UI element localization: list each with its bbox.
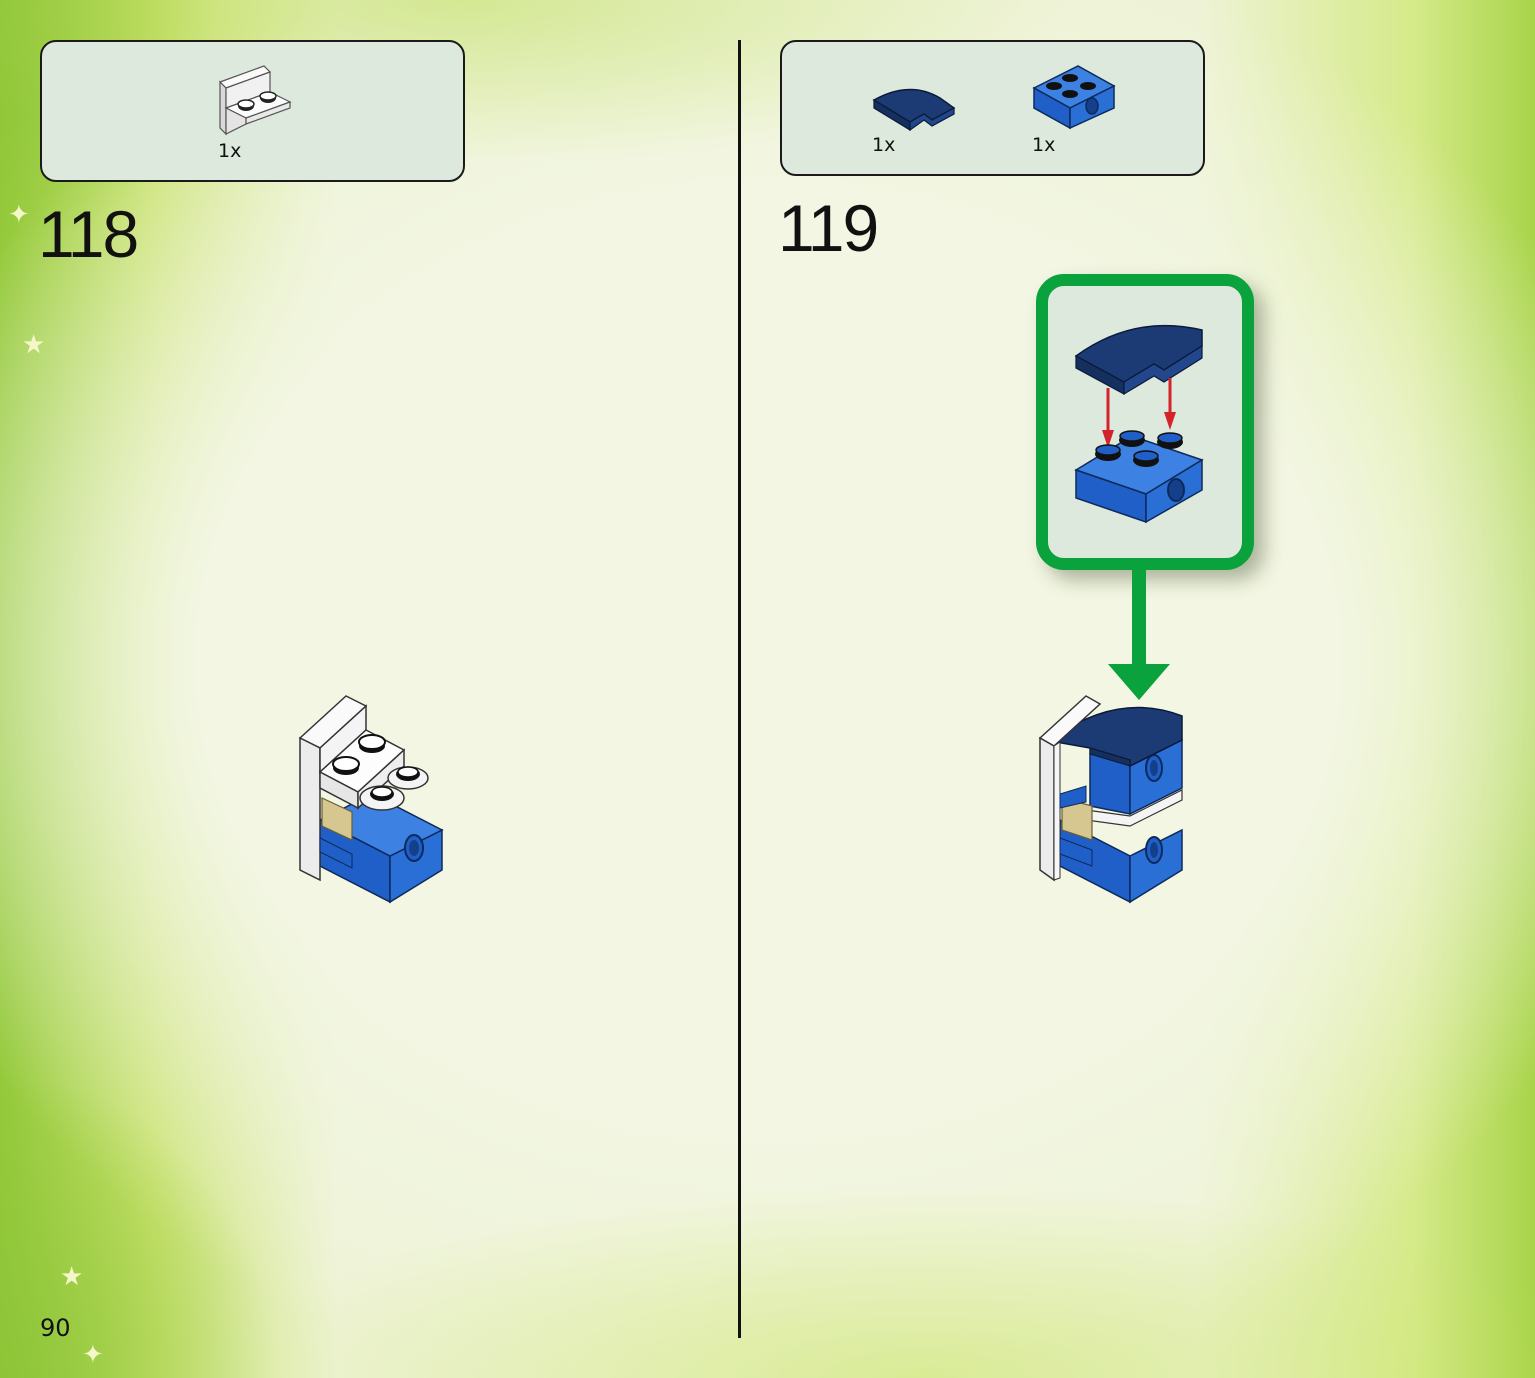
sub-assembly-callout xyxy=(1036,274,1254,570)
white-bracket-part-icon xyxy=(218,65,292,136)
sub-assembly-diagram xyxy=(1074,324,1204,524)
step-number: 118 xyxy=(38,197,139,271)
build-model-step-119 xyxy=(1038,695,1183,904)
dark-blue-curved-slope-part-icon xyxy=(872,88,956,132)
sparkle-icon: ✦ xyxy=(82,1340,104,1370)
parts-callout-119: 1x 1x xyxy=(780,40,1205,176)
blue-technic-brick-part-icon xyxy=(1032,65,1116,130)
parts-callout-118: 1x xyxy=(40,40,465,182)
build-model-step-118 xyxy=(298,695,444,904)
green-down-arrow-icon xyxy=(1108,558,1170,700)
part-quantity: 1x xyxy=(218,140,242,162)
star-icon: ★ xyxy=(22,330,46,360)
part-quantity: 1x xyxy=(872,134,896,156)
step-number: 119 xyxy=(778,191,879,265)
star-icon: ★ xyxy=(60,1262,84,1292)
page-number: 90 xyxy=(40,1314,71,1342)
page-divider xyxy=(738,40,741,1338)
part-quantity: 1x xyxy=(1032,134,1056,156)
sparkle-icon: ✦ xyxy=(8,200,30,230)
